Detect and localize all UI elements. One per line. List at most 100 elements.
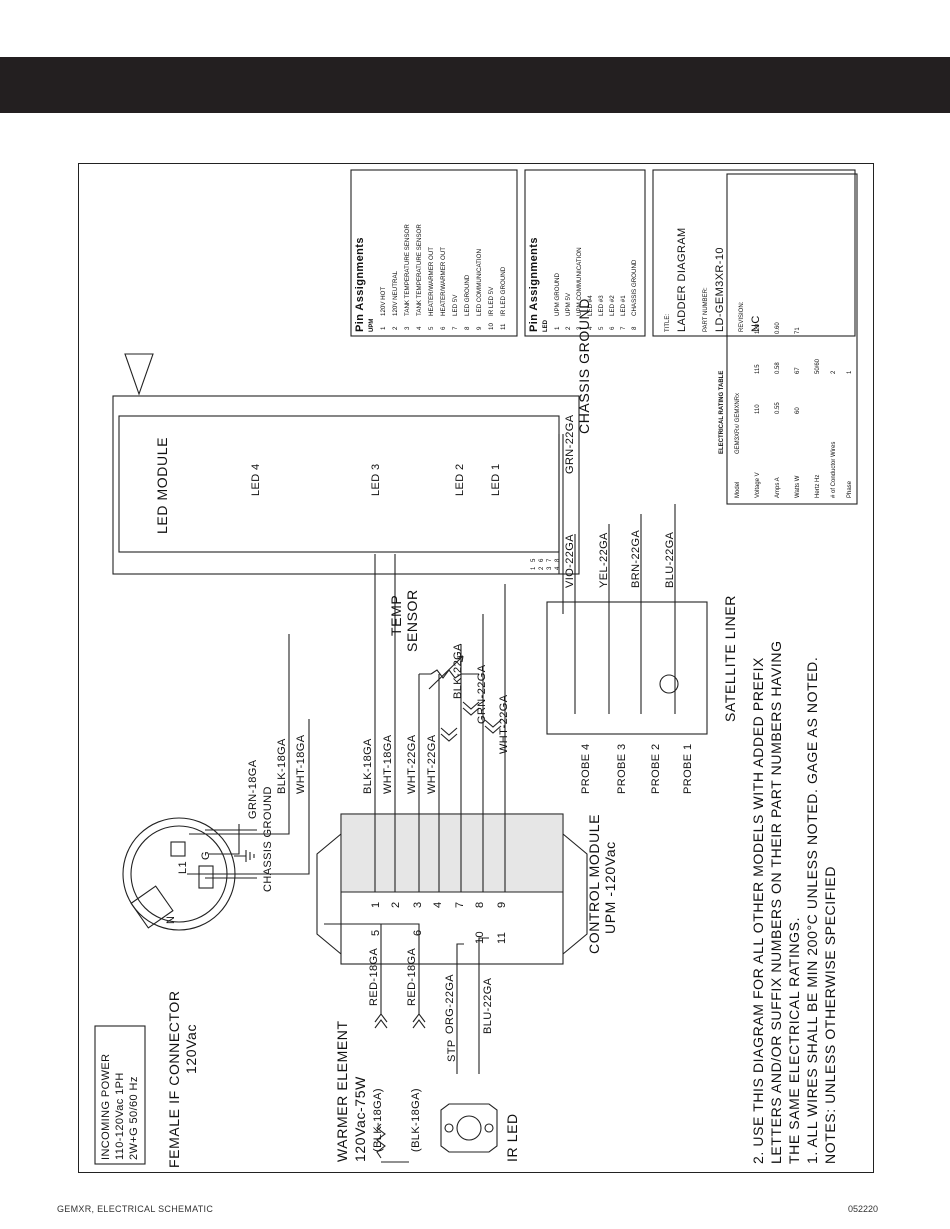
led-2-label: LED 2 bbox=[454, 463, 466, 496]
led-table-desc-5: LED #3 bbox=[598, 295, 605, 316]
upm-pin-10: 10 bbox=[488, 323, 495, 330]
cm-pin-1: 1 bbox=[370, 901, 382, 908]
led-table-pin-1: 1 bbox=[554, 326, 561, 330]
ir-led-label: IR LED bbox=[504, 1113, 520, 1162]
cm-pin-3: 3 bbox=[412, 901, 424, 908]
blk-18ga-paren-2: (BLK-18GA) bbox=[410, 1088, 422, 1152]
led-4-label: LED 4 bbox=[250, 463, 262, 496]
led-table-desc-3: UPM COMMUNICATION bbox=[576, 247, 583, 316]
part-number-label: PART NUMBER: bbox=[703, 287, 709, 332]
control-module: 5 1 2 3 6 4 7 10 8 11 9 CONTROL MODULE U… bbox=[316, 813, 618, 965]
upm-desc-4: TANK TEMPERATURE SENSOR bbox=[416, 224, 423, 316]
note-2-line-1: 2. USE THIS DIAGRAM FOR ALL OTHER MODELS… bbox=[750, 657, 766, 1164]
rating-table-title: ELECTRICAL RATING TABLE bbox=[719, 371, 725, 454]
rt-header-wires: # of Conductor Wires bbox=[831, 442, 837, 498]
rt-header-phase: Phase bbox=[847, 480, 853, 498]
led-table-desc-4: LED #4 bbox=[587, 295, 594, 316]
cm-pin-11: 11 bbox=[496, 932, 508, 944]
footer-date-code: 052220 bbox=[848, 1204, 879, 1214]
led-pin-7: 7 bbox=[547, 558, 553, 562]
warmer-element: WARMER ELEMENT 120Vac-75W (BLK-18GA) (BL… bbox=[324, 923, 426, 1163]
incoming-power-line-2: 110-120Vac 1PH bbox=[114, 1072, 126, 1160]
upm-pin-11: 11 bbox=[500, 323, 507, 330]
incoming-power-line-1: INCOMING POWER bbox=[100, 1054, 112, 1160]
rt-phase: 1 bbox=[847, 370, 853, 374]
led-table-desc-6: LED #2 bbox=[609, 295, 616, 316]
org-22ga-label: ORG-22GA bbox=[444, 974, 456, 1034]
chassis-ground-label-2: CHASSIS GROUND bbox=[576, 298, 592, 434]
led-module-label: LED MODULE bbox=[154, 437, 170, 534]
led-pin-4: 4 bbox=[555, 566, 561, 570]
grn-18ga-label: GRN-18GA bbox=[247, 759, 259, 819]
upm-desc-2: 120V NEUTRAL bbox=[392, 270, 399, 316]
electrical-rating-table: ELECTRICAL RATING TABLE Model Voltage V … bbox=[719, 173, 858, 505]
upm-pin-7: 7 bbox=[452, 326, 459, 330]
temp-sensor: TEMP SENSOR bbox=[388, 589, 479, 690]
note-2-line-2: LETTERS AND/OR SUFFIX NUMBERS ON THEIR P… bbox=[768, 640, 784, 1164]
rt-voltage-2: 115 bbox=[755, 364, 761, 374]
rt-hertz: 50/60 bbox=[815, 358, 821, 374]
stp-label: STP bbox=[446, 1039, 458, 1062]
probe-4-label: PROBE 4 bbox=[580, 744, 592, 795]
led-table-desc-1: UPM GROUND bbox=[554, 273, 561, 316]
grn-22ga-label: GRN-22GA bbox=[476, 664, 488, 724]
upm-pin-5: 5 bbox=[428, 326, 435, 330]
led-table-pin-4: 4 bbox=[587, 326, 594, 330]
satellite-liner: PROBE 4 PROBE 3 PROBE 2 PROBE 1 SATELLIT… bbox=[546, 530, 738, 795]
rotated-drawing: INCOMING POWER 110-120Vac 1PH 2W+G 50/60… bbox=[79, 164, 875, 1174]
led-table-title: Pin Assignments bbox=[528, 237, 540, 332]
upm-desc-11: IR LED GROUND bbox=[500, 266, 507, 316]
upm-pin-8: 8 bbox=[464, 326, 471, 330]
title-block: TITLE: LADDER DIAGRAM PART NUMBER: LD-GE… bbox=[652, 169, 856, 337]
header-bar bbox=[0, 57, 950, 113]
blu-22ga-label: BLU-22GA bbox=[482, 977, 494, 1034]
ir-led: IR LED STP ORG-22GA BLU-22GA bbox=[440, 937, 520, 1162]
rt-watts-3: 71 bbox=[795, 327, 801, 334]
rt-watts-2: 67 bbox=[795, 367, 801, 374]
yel-22ga-label: YEL-22GA bbox=[598, 532, 610, 588]
upm-desc-6: HEATER/WARMER OUT bbox=[440, 247, 447, 316]
wire-blk-18ga-label: BLK-18GA bbox=[362, 738, 374, 794]
schematic-sheet: INCOMING POWER 110-120Vac 1PH 2W+G 50/60… bbox=[78, 163, 874, 1173]
revision-label: REVISION: bbox=[739, 301, 745, 332]
incoming-power-line-3: 2W+G 50/60 Hz bbox=[128, 1076, 140, 1160]
rt-wires: 2 bbox=[831, 370, 837, 374]
led-pin-5: 5 bbox=[531, 558, 537, 562]
upm-desc-3: TANK TEMPERATURE SENSOR bbox=[404, 224, 411, 316]
probe-3-label: PROBE 3 bbox=[616, 744, 628, 795]
probe-1-label: PROBE 1 bbox=[682, 744, 694, 795]
cm-pin-8: 8 bbox=[474, 901, 486, 908]
notes: NOTES: UNLESS OTHERWISE SPECIFIED 1. ALL… bbox=[750, 640, 838, 1164]
grn-22ga-ground-label: GRN-22GA bbox=[564, 414, 576, 474]
led-module: LED MODULE LED 1 LED 2 LED 3 LED 4 1 2 3… bbox=[112, 353, 580, 575]
rt-voltage-1: 110 bbox=[755, 404, 761, 414]
pin-assignments-upm: Pin Assignments UPM 1 120V HOT 2 120V NE… bbox=[350, 169, 518, 337]
wire-wht-22ga-b-label: WHT-22GA bbox=[426, 734, 438, 794]
upm-desc-9: LED COMMUNICATION bbox=[476, 249, 483, 316]
pin-g-label: G bbox=[200, 851, 212, 860]
upm-pin-6: 6 bbox=[440, 326, 447, 330]
upm-pin-1: 1 bbox=[380, 326, 387, 330]
upm-desc-1: 120V HOT bbox=[380, 287, 387, 316]
blk-22ga-label: BLK-22GA bbox=[452, 643, 464, 699]
upm-table-subtitle: UPM bbox=[369, 319, 375, 332]
blu-22ga-probe-label: BLU-22GA bbox=[664, 531, 676, 588]
part-number: LD-GEM3XR-10 bbox=[714, 247, 726, 332]
red-18ga-label-2: RED-18GA bbox=[406, 948, 418, 1006]
upm-pin-3: 3 bbox=[404, 326, 411, 330]
pin-assignments-led: Pin Assignments LED 1 UPM GROUND 2 UPM 5… bbox=[524, 169, 646, 337]
led-pin-8: 8 bbox=[555, 558, 561, 562]
led-table-pin-5: 5 bbox=[598, 326, 605, 330]
upm-desc-5: HEATER/WARMER OUT bbox=[428, 247, 435, 316]
wire-wht-18ga-label: WHT-18GA bbox=[382, 734, 394, 794]
led-3-label: LED 3 bbox=[370, 463, 382, 496]
footer-document-title: GEMXR, ELECTRICAL SCHEMATIC bbox=[57, 1204, 214, 1214]
rt-header-voltage: Voltage V bbox=[755, 472, 761, 498]
upm-pin-2: 2 bbox=[392, 326, 399, 330]
upm-desc-8: LED GROUND bbox=[464, 274, 471, 316]
led-table-pin-2: 2 bbox=[565, 326, 572, 330]
rt-amps-3: 0.60 bbox=[775, 322, 781, 334]
upm-table-title: Pin Assignments bbox=[354, 237, 366, 332]
pin-n-label: N bbox=[165, 916, 177, 924]
drawing-title: LADDER DIAGRAM bbox=[676, 227, 688, 332]
